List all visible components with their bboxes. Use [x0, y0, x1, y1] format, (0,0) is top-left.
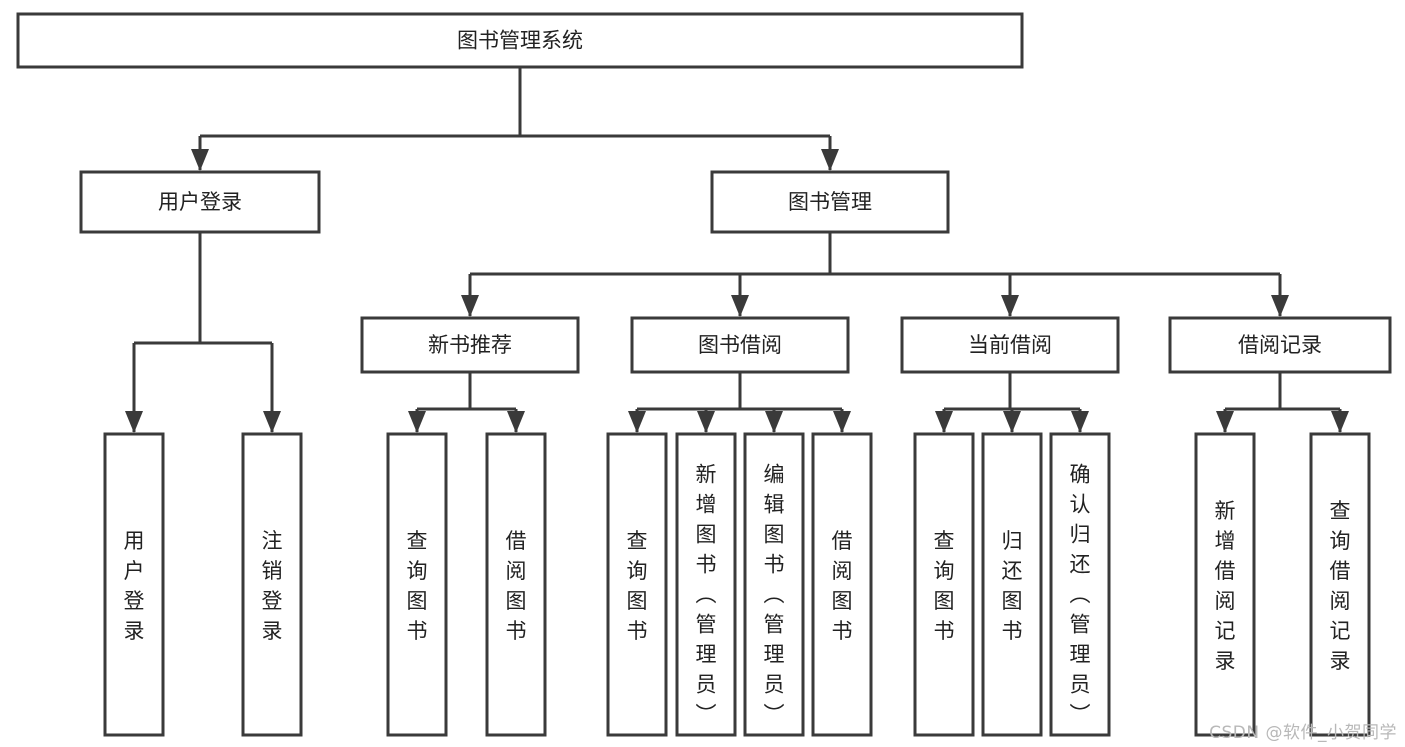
node-leaf-query-book-2[interactable]: 查询图书	[606, 432, 668, 737]
node-new-book-recommend-rect	[360, 316, 580, 374]
arrow-head-icon	[1271, 295, 1289, 317]
node-leaf-confirm-return-label: 确认归还︵管理员︶	[1070, 462, 1091, 726]
node-leaf-edit-book-rect	[743, 432, 805, 737]
node-borrow-record[interactable]: 借阅记录	[1168, 316, 1392, 374]
node-leaf-query-book-1-rect	[386, 432, 448, 737]
node-leaf-add-record-rect	[1194, 432, 1256, 737]
node-root[interactable]: 图书管理系统	[16, 12, 1024, 69]
node-leaf-user-logout-rect	[241, 432, 303, 737]
arrow-head-icon	[1071, 411, 1089, 433]
node-current-borrow[interactable]: 当前借阅	[900, 316, 1120, 374]
node-leaf-edit-book[interactable]: 编辑图书︵管理员︶	[743, 432, 805, 737]
arrow-head-icon	[821, 149, 839, 171]
node-leaf-query-book-2-label: 查询图书	[627, 529, 648, 643]
node-leaf-query-book-2-rect	[606, 432, 668, 737]
arrow-head-icon	[697, 411, 715, 433]
arrow-head-icon	[461, 295, 479, 317]
arrow-head-icon	[125, 411, 143, 433]
node-current-borrow-label: 当前借阅	[968, 333, 1052, 357]
arrow-head-icon	[765, 411, 783, 433]
arrow-head-icon	[628, 411, 646, 433]
node-user-login-rect	[79, 170, 321, 234]
node-leaf-borrow-book-1-rect	[485, 432, 547, 737]
node-leaf-query-book-3[interactable]: 查询图书	[913, 432, 975, 737]
node-leaf-user-login-label: 用户登录	[124, 529, 145, 643]
node-leaf-add-record[interactable]: 新增借阅记录	[1194, 432, 1256, 737]
node-leaf-query-book-3-label: 查询图书	[934, 529, 955, 643]
node-leaf-query-record[interactable]: 查询借阅记录	[1309, 432, 1371, 737]
node-leaf-add-record-label: 新增借阅记录	[1215, 499, 1236, 673]
node-leaf-return-book[interactable]: 归还图书	[981, 432, 1043, 737]
arrow-head-icon	[935, 411, 953, 433]
node-current-borrow-rect	[900, 316, 1120, 374]
arrow-head-icon	[1216, 411, 1234, 433]
node-book-management-label: 图书管理	[788, 190, 872, 214]
node-borrow-record-rect	[1168, 316, 1392, 374]
arrow-head-icon	[1001, 295, 1019, 317]
node-borrow-record-label: 借阅记录	[1238, 333, 1322, 357]
node-new-book-recommend-label: 新书推荐	[428, 333, 512, 357]
node-leaf-user-login-rect	[103, 432, 165, 737]
arrow-head-icon	[1003, 411, 1021, 433]
node-leaf-query-book-3-rect	[913, 432, 975, 737]
node-leaf-user-logout-label: 注销登录	[262, 529, 283, 643]
node-user-login[interactable]: 用户登录	[79, 170, 321, 234]
node-leaf-return-book-label: 归还图书	[1002, 529, 1023, 643]
node-user-login-label: 用户登录	[158, 190, 242, 214]
node-leaf-user-login[interactable]: 用户登录	[103, 432, 165, 737]
arrow-head-icon	[191, 149, 209, 171]
node-leaf-add-book-label: 新增图书︵管理员︶	[696, 462, 717, 726]
node-leaf-borrow-book-1-label: 借阅图书	[506, 529, 527, 643]
node-leaf-user-logout[interactable]: 注销登录	[241, 432, 303, 737]
arrow-head-icon	[507, 411, 525, 433]
arrow-head-icon	[1331, 411, 1349, 433]
node-leaf-query-record-label: 查询借阅记录	[1330, 499, 1351, 673]
node-book-borrow-label: 图书借阅	[698, 333, 782, 357]
node-leaf-return-book-rect	[981, 432, 1043, 737]
node-leaf-borrow-book-2[interactable]: 借阅图书	[811, 432, 873, 737]
node-leaf-add-book-rect	[675, 432, 737, 737]
arrow-head-icon	[833, 411, 851, 433]
node-leaf-borrow-book-1[interactable]: 借阅图书	[485, 432, 547, 737]
node-leaf-confirm-return[interactable]: 确认归还︵管理员︶	[1049, 432, 1111, 737]
arrow-head-icon	[263, 411, 281, 433]
node-book-borrow[interactable]: 图书借阅	[630, 316, 850, 374]
node-leaf-borrow-book-2-label: 借阅图书	[832, 529, 853, 643]
node-root-rect	[16, 12, 1024, 69]
node-leaf-add-book[interactable]: 新增图书︵管理员︶	[675, 432, 737, 737]
node-leaf-edit-book-label: 编辑图书︵管理员︶	[764, 462, 785, 726]
node-book-management-rect	[710, 170, 950, 234]
node-leaf-query-book-1[interactable]: 查询图书	[386, 432, 448, 737]
node-leaf-query-record-rect	[1309, 432, 1371, 737]
node-new-book-recommend[interactable]: 新书推荐	[360, 316, 580, 374]
arrow-head-icon	[731, 295, 749, 317]
node-root-label: 图书管理系统	[457, 29, 583, 53]
node-leaf-borrow-book-2-rect	[811, 432, 873, 737]
node-leaf-confirm-return-rect	[1049, 432, 1111, 737]
node-book-management[interactable]: 图书管理	[710, 170, 950, 234]
node-book-borrow-rect	[630, 316, 850, 374]
node-leaf-query-book-1-label: 查询图书	[407, 529, 428, 643]
arrow-head-icon	[408, 411, 426, 433]
